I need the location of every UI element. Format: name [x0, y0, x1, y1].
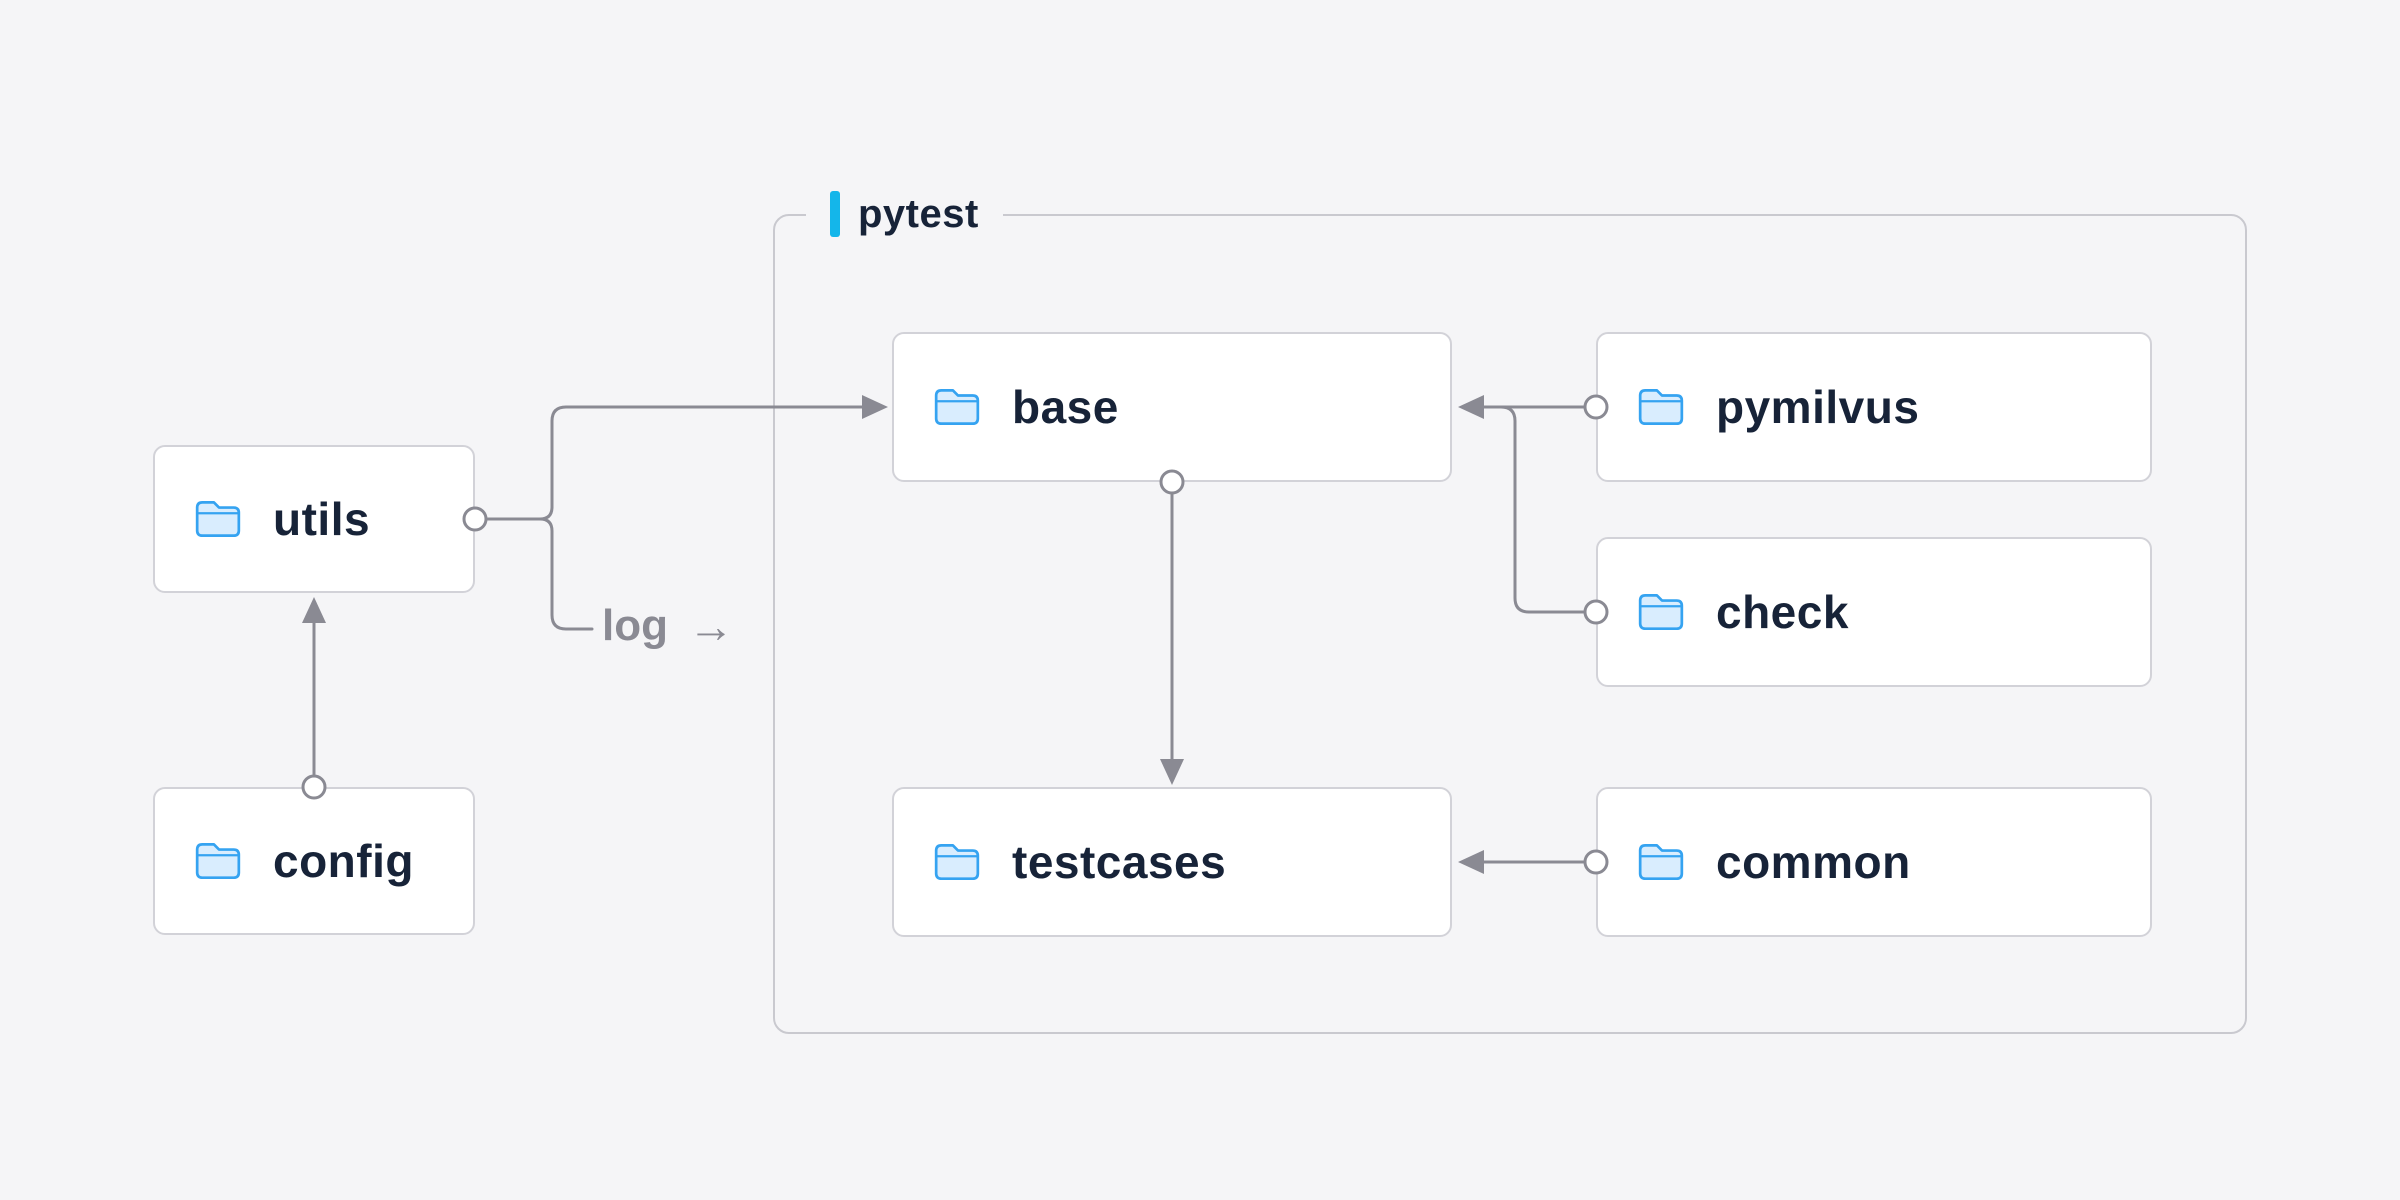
folder-icon — [932, 384, 982, 430]
node-config: config — [153, 787, 475, 935]
folder-icon — [1636, 384, 1686, 430]
pytest-group-label: pytest — [806, 185, 1003, 243]
node-label: utils — [273, 493, 371, 545]
node-check: check — [1596, 537, 2152, 687]
node-label: check — [1716, 586, 1849, 638]
node-label: pymilvus — [1716, 381, 1920, 433]
pytest-group-frame — [773, 214, 2247, 1034]
right-arrow-icon: → — [687, 600, 734, 652]
folder-icon — [1636, 589, 1686, 635]
log-label-text: log — [602, 601, 668, 650]
folder-icon — [193, 838, 243, 884]
group-label-text: pytest — [858, 191, 979, 236]
node-testcases: testcases — [892, 787, 1452, 937]
node-base: base — [892, 332, 1452, 482]
node-label: testcases — [1012, 836, 1227, 888]
node-common: common — [1596, 787, 2152, 937]
arrowhead-into-utils-bottom — [302, 597, 326, 623]
node-pymilvus: pymilvus — [1596, 332, 2152, 482]
node-label: base — [1012, 381, 1119, 433]
node-label: config — [273, 835, 414, 887]
folder-icon — [932, 839, 982, 885]
folder-icon — [1636, 839, 1686, 885]
edge-utils-log — [538, 517, 594, 631]
accent-bar — [830, 191, 840, 237]
edge-label-log: log → — [602, 599, 734, 653]
folder-icon — [193, 496, 243, 542]
node-utils: utils — [153, 445, 475, 593]
node-label: common — [1716, 836, 1911, 888]
